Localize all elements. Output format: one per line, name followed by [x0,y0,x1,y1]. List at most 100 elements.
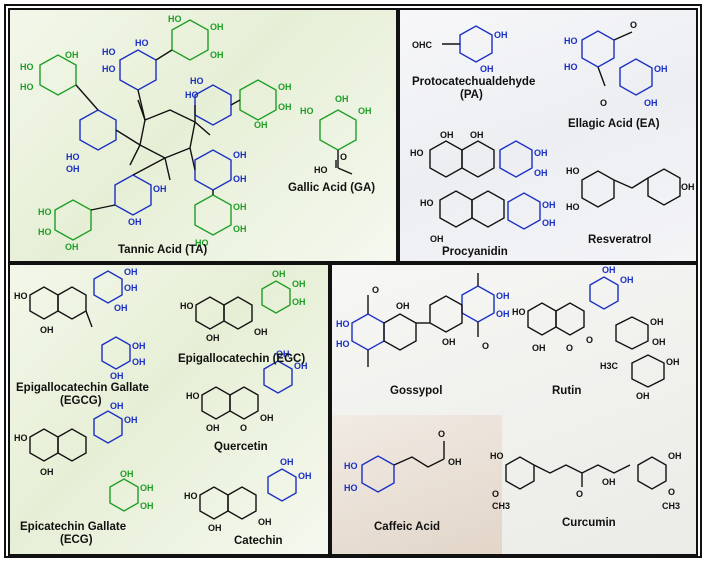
panel-tea-catechins: HO OH OH OH OH OH OH OH HO OH OH OH OH O… [8,263,330,556]
label-resveratrol: Resveratrol [588,234,652,246]
atom-oh: OH [650,317,664,327]
label-tannic-acid: Tannic Acid (TA) [118,244,208,256]
atom-ho: HO [512,307,526,317]
atom-ho: HO [185,90,199,100]
atom-oh: OH [132,357,146,367]
atom-ch3: H3C [600,361,619,371]
atom-oh: OH [110,401,124,411]
atom-oh: OH [681,182,695,192]
atom-oh: OH [602,265,616,275]
atom-oh: OH [602,477,616,487]
atom-o: O [586,335,593,345]
atom-ho: HO [336,339,350,349]
atom-oh: OH [272,269,286,279]
atom-o: O [566,343,573,353]
atom-oh: OH [140,483,154,493]
atom-oh: OH [206,333,220,343]
atom-oh: OH [233,150,247,160]
atom-ho: HO [420,198,434,208]
atom-ho: HO [180,301,194,311]
atom-o: O [668,487,675,497]
label-egcg: Epigallocatechin Gallate [16,382,149,394]
atom-ho: HO [195,238,209,248]
atom-ho: HO [66,152,80,162]
atom-oh: OH [636,391,650,401]
atom-oh: OH [358,106,372,116]
atom-ho: HO [20,62,34,72]
coffee-background [332,415,502,554]
atom-o: O [600,98,607,108]
label-curcumin: Curcumin [562,517,616,529]
atom-oh: OH [442,337,456,347]
atom-oh: OH [278,82,292,92]
atom-ho: HO [344,483,358,493]
figure-frame [4,4,702,558]
atom-oh: OH [208,523,222,533]
label-ellagic-acid: Ellagic Acid (EA) [568,118,660,130]
atom-ho: HO [102,47,116,57]
tea-catechin-structures: HO OH OH OH OH OH OH OH HO OH OH OH OH O… [14,267,312,533]
atom-oh: OH [532,343,546,353]
atom-ho: HO [344,461,358,471]
atom-oh: OH [233,202,247,212]
atom-oh: OH [276,349,290,359]
atom-o: O [240,423,247,433]
atom-ho: HO [190,76,204,86]
atom-oh: OH [233,174,247,184]
label-ecg: Epicatechin Gallate [20,521,127,533]
atom-ch3: CH3 [492,501,510,511]
atom-ho: HO [564,36,578,46]
atom-ch3: CH3 [662,501,680,511]
grape-polyphenol-structures: OHC OH OH O HO HO OH OH O HO OH OH [410,20,695,244]
atom-ho: HO [14,291,28,301]
atom-ho: HO [14,433,28,443]
atom-o: O [340,152,347,162]
atom-ohc: OHC [412,40,433,50]
atom-oh: OH [110,371,124,381]
atom-ho: HO [336,319,350,329]
atom-ho: HO [564,62,578,72]
label-catechin: Catechin [234,535,283,547]
label-protocatechualdehyde: Protocatechualdehyde [412,76,536,88]
label-gallic-acid: Gallic Acid (GA) [288,182,376,194]
atom-o: O [372,285,379,295]
atom-oh: OH [40,325,54,335]
atom-oh: OH [124,267,138,277]
atom-o: O [482,341,489,351]
atom-oh: OH [206,423,220,433]
atom-ho: HO [300,106,314,116]
atom-oh: OH [430,234,444,244]
atom-ho: HO [38,227,52,237]
atom-oh: OH [294,361,308,371]
atom-oh: OH [120,469,134,479]
atom-ho: HO [20,82,34,92]
atom-oh: OH [496,291,510,301]
atom-oh: OH [668,451,682,461]
atom-oh: OH [448,457,462,467]
panel-grape-polyphenols: OHC OH OH O HO HO OH OH O HO OH OH [398,8,698,263]
atom-oh: OH [132,341,146,351]
atom-ho: HO [490,451,504,461]
atom-oh: OH [128,217,142,227]
atom-oh: OH [65,242,79,252]
atom-oh: OH [124,283,138,293]
label-egc: Epigallocatechin (EGC) [178,353,306,365]
atom-o: O [438,429,445,439]
atom-oh: OH [65,50,79,60]
atom-ho: HO [38,207,52,217]
gallic-acid-structure: HO OH OH HO O [300,94,372,175]
atom-oh: OH [440,130,454,140]
atom-oh: OH [652,337,666,347]
atom-oh: OH [298,471,312,481]
atom-oh: OH [40,467,54,477]
atom-oh: OH [254,327,268,337]
label-egcg-abbr: (EGCG) [60,395,102,407]
atom-oh: OH [396,301,410,311]
atom-oh: OH [260,413,274,423]
other-polyphenol-structures: O HO HO OH OH OH OH O HO OH O O OH OH OH… [336,265,682,511]
atom-oh: OH [280,457,294,467]
atom-oh: OH [210,22,224,32]
atom-ho: HO [168,14,182,24]
atom-oh: OH [496,309,510,319]
atom-oh: OH [210,50,224,60]
